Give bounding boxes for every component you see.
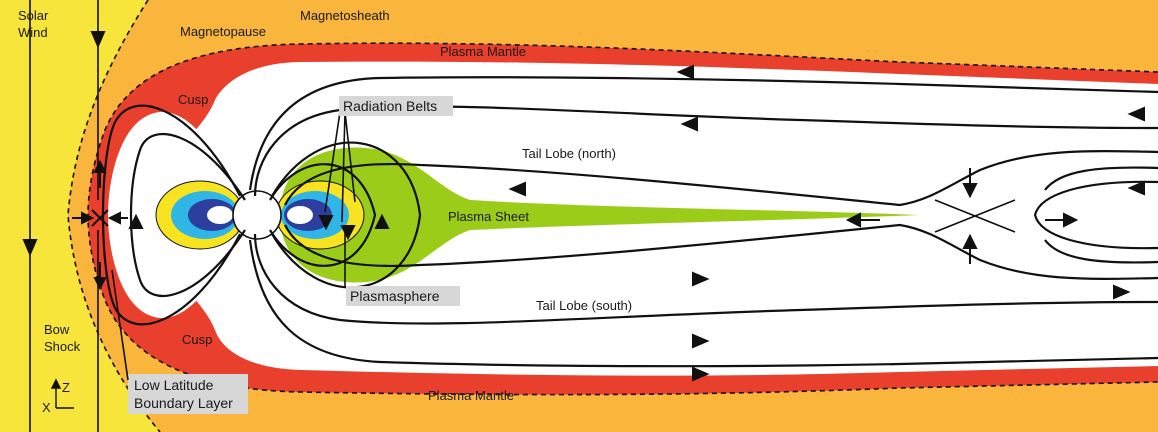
axis-x-label: X	[42, 400, 51, 415]
cusp-top-label: Cusp	[178, 92, 208, 107]
tail-lobe-north-label: Tail Lobe (north)	[522, 146, 616, 161]
plasma-mantle-top-label: Plasma Mantle	[440, 44, 526, 59]
magnetopause-label: Magnetopause	[180, 24, 266, 39]
plasma-mantle-bottom-label: Plasma Mantle	[428, 388, 514, 403]
earth	[233, 191, 281, 239]
bow-shock-label-2: Shock	[44, 339, 81, 354]
plasma-sheet-label: Plasma Sheet	[448, 209, 529, 224]
bow-shock-label-1: Bow	[44, 322, 70, 337]
radiation-belt-left	[156, 181, 244, 249]
radiation-belts-label: Radiation Belts	[343, 98, 437, 114]
magnetosheath-label: Magnetosheath	[300, 8, 390, 23]
plasmasphere-label: Plasmasphere	[350, 288, 440, 304]
tail-lobe-south-label: Tail Lobe (south)	[536, 298, 632, 313]
solar-wind-label-2: Wind	[18, 25, 48, 40]
cusp-bottom-label: Cusp	[182, 332, 212, 347]
solar-wind-label-1: Solar	[18, 8, 49, 23]
llbl-label-1: Low Latitude	[134, 377, 214, 393]
llbl-label-2: Boundary Layer	[134, 395, 233, 411]
axis-z-label: Z	[62, 380, 70, 395]
